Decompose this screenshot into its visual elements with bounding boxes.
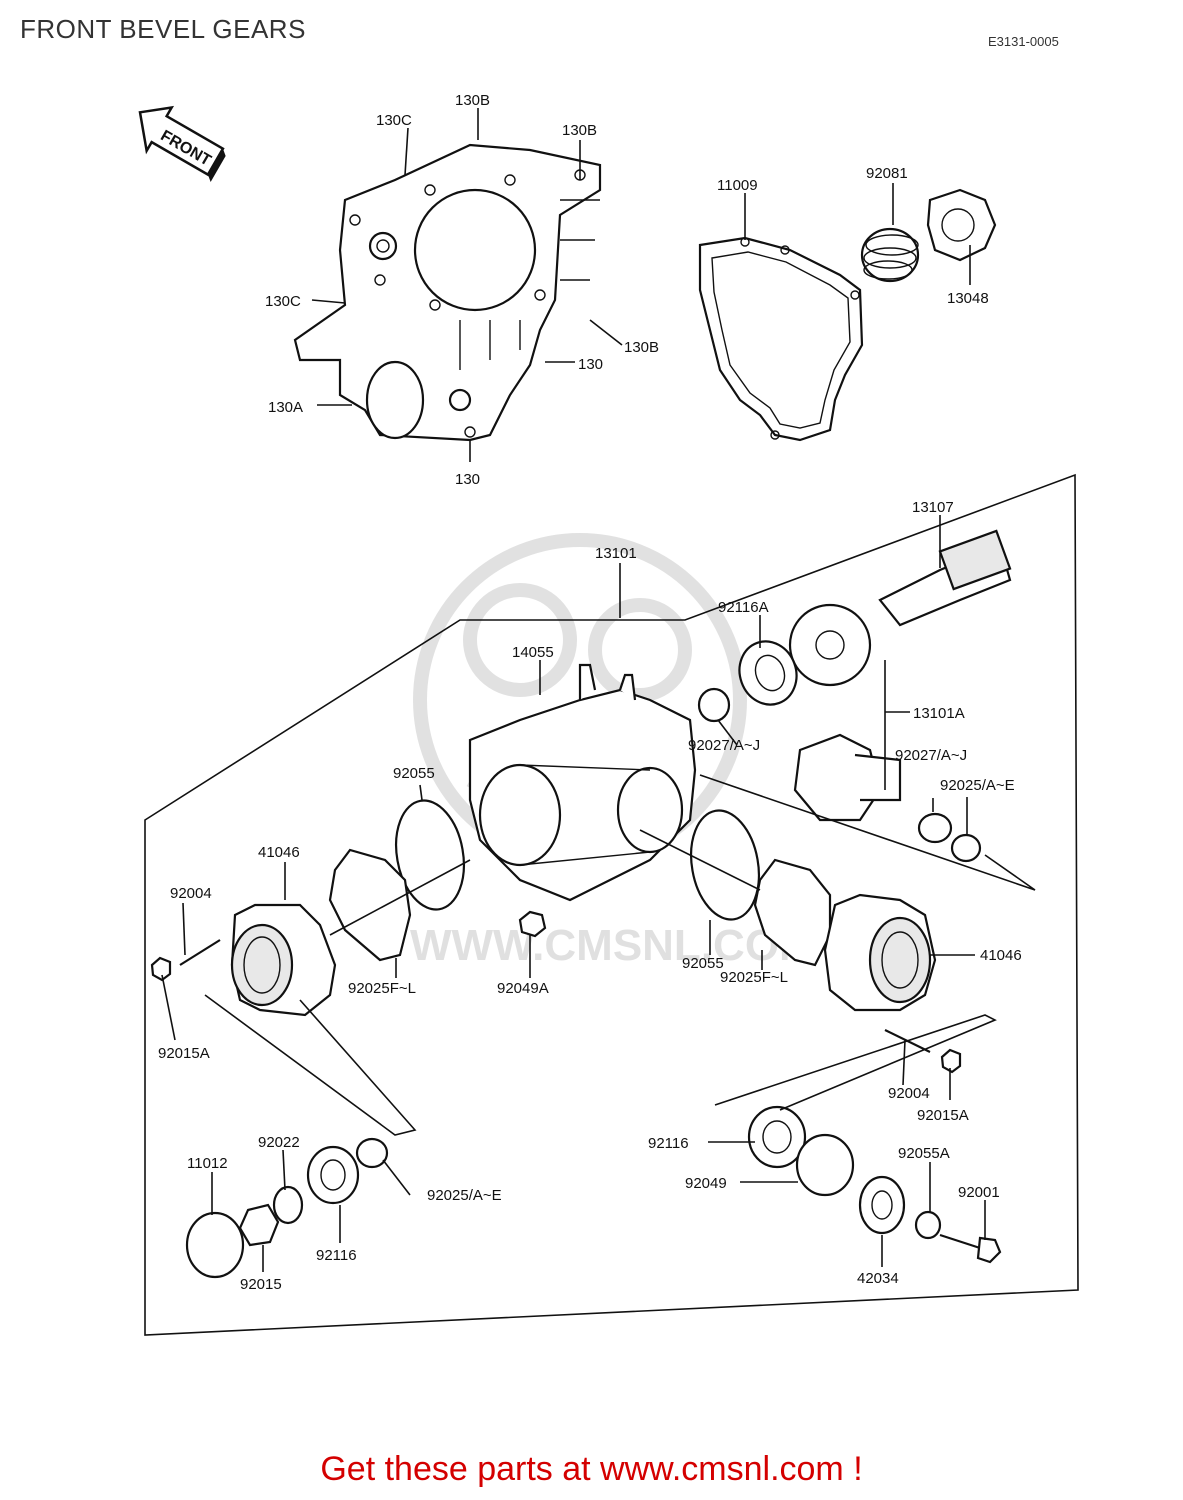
callout-130C-left: 130C (265, 293, 301, 310)
callout-92015A-left: 92015A (158, 1045, 210, 1062)
shim-92027-left (697, 687, 731, 723)
callout-11009: 11009 (717, 177, 758, 194)
page-title: FRONT BEVEL GEARS (20, 14, 306, 44)
shim-92022 (272, 1185, 304, 1225)
bearing-housing-41046-right (823, 893, 937, 1012)
callout-92015: 92015 (240, 1276, 282, 1293)
crankcase-cover (293, 143, 602, 442)
gear-42034 (858, 1175, 906, 1235)
callout-41046-right: 41046 (980, 947, 1022, 964)
diagram-reference: E3131-0005 (988, 34, 1059, 49)
nut-92015A-left (150, 956, 172, 982)
stud-92004-left (179, 939, 221, 966)
callout-13101: 13101 (595, 545, 637, 562)
callout-92025F-right: 92025F~L (720, 969, 788, 986)
callout-92049A: 92049A (497, 980, 549, 997)
callout-14055: 14055 (512, 644, 554, 661)
exploded-parts-diagram: WWW.CMSNL.COM FRONT (138, 92, 1079, 1336)
spring-92081 (860, 227, 920, 283)
cam-13048 (926, 188, 997, 262)
callout-92049: 92049 (685, 1175, 727, 1192)
inset-boundary (144, 473, 1079, 1336)
callout-92055-right: 92055 (682, 955, 724, 972)
shaft-13107 (878, 529, 1012, 627)
watermark-logo: WWW.CMSNL.COM (410, 533, 816, 970)
gasket-11009 (698, 236, 864, 442)
bearing-housing-41046-left (230, 903, 337, 1017)
callout-13048: 13048 (947, 290, 989, 307)
callout-130C-top: 130C (376, 112, 412, 129)
callout-92116-left: 92116 (316, 1247, 357, 1264)
callout-92022: 92022 (258, 1134, 300, 1151)
callout-130A: 130A (268, 399, 303, 416)
footer-parts-link[interactable]: Get these parts at www.cmsnl.com ! (320, 1450, 863, 1488)
callout-labels: 130B 130C 130B 130C 130B 130 130A 130 11… (158, 92, 1022, 1293)
callout-92015A-right: 92015A (917, 1107, 969, 1124)
nut-92015A-right (940, 1048, 962, 1074)
watermark-text: WWW.CMSNL.COM (410, 921, 816, 970)
callout-92004-right: 92004 (888, 1085, 930, 1102)
front-arrow: FRONT (138, 105, 226, 182)
nut-92049A (518, 910, 547, 938)
callout-92027-right: 92027/A~J (895, 747, 967, 764)
nut-92015 (238, 1203, 280, 1247)
callout-92001: 92001 (958, 1184, 1000, 1201)
washer-92025-lower (355, 1137, 389, 1169)
o-ring-92055-left (395, 799, 465, 911)
gasket-92025F-right (753, 858, 832, 967)
callout-92004-left: 92004 (170, 885, 212, 902)
bearing-92116-right (747, 1105, 807, 1169)
washer-92025-right (950, 833, 982, 863)
callout-130B-right: 130B (562, 122, 597, 139)
callout-92025F-left: 92025F~L (348, 980, 416, 997)
callout-130B-top: 130B (455, 92, 490, 109)
callout-130-bottom: 130 (455, 471, 480, 488)
callout-130B-lower: 130B (624, 339, 659, 356)
callout-13101A: 13101A (913, 705, 965, 722)
callout-130-mid: 130 (578, 356, 603, 373)
leader-lines (161, 108, 1036, 1272)
callout-92116-right: 92116 (648, 1135, 689, 1152)
callout-11012: 11012 (187, 1155, 228, 1172)
callout-92116A: 92116A (718, 599, 769, 616)
callout-92055A: 92055A (898, 1145, 950, 1162)
shim-92027-right (917, 812, 953, 844)
seal-92049 (795, 1133, 855, 1197)
callout-13107: 13107 (912, 499, 954, 516)
gasket-92025F-left (328, 848, 412, 962)
callout-92027-left: 92027/A~J (688, 737, 760, 754)
callout-42034: 42034 (857, 1270, 899, 1287)
bearing-92116A (738, 640, 798, 706)
o-ring-92055-right (690, 809, 760, 921)
bearing-92116-left (306, 1145, 360, 1205)
cap-11012 (185, 1211, 245, 1279)
callout-92081: 92081 (866, 165, 908, 182)
callout-41046-left: 41046 (258, 844, 300, 861)
callout-92025-lower: 92025/A~E (427, 1187, 502, 1204)
bolt-92001 (939, 1233, 1002, 1264)
gear-13101A (788, 603, 902, 822)
callout-92025-right: 92025/A~E (940, 777, 1015, 794)
callout-92055-left: 92055 (393, 765, 435, 782)
washer-92055A (914, 1210, 942, 1240)
gear-housing-14055 (468, 663, 697, 902)
